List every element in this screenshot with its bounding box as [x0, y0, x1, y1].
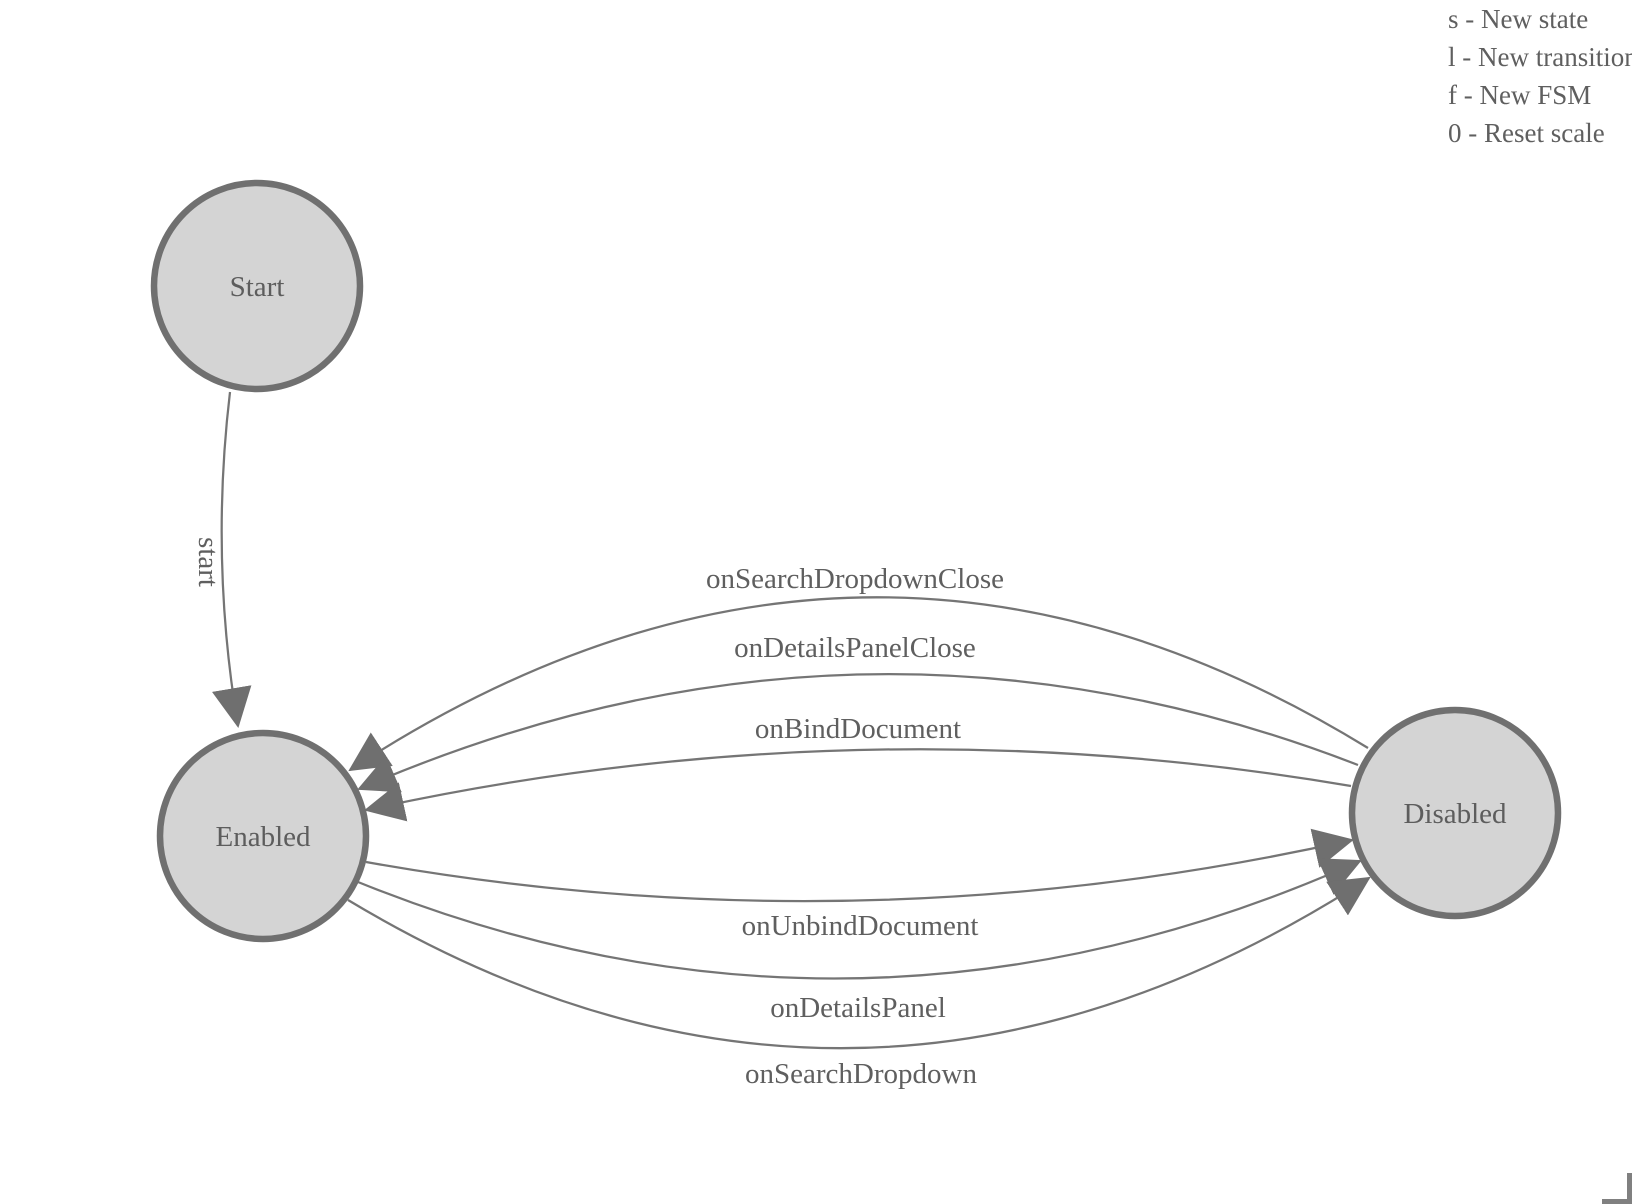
transition-label-onunbinddocument: onUnbindDocument: [742, 910, 979, 942]
transition-label-start: start: [192, 537, 224, 587]
transition-label-onsearchdropdownclose: onSearchDropdownClose: [706, 563, 1004, 595]
state-enabled-circle[interactable]: [156, 729, 370, 943]
transition-onsearchdropdown: onSearchDropdown: [347, 876, 1371, 1090]
transition-edge-onsearchdropdownclose[interactable]: [348, 596, 1369, 772]
state-enabled[interactable]: Enabled: [156, 729, 370, 943]
state-start-circle[interactable]: [150, 179, 364, 393]
transition-onunbinddocument: onUnbindDocument: [365, 828, 1354, 942]
state-enabled-label: Enabled: [215, 821, 311, 853]
transition-start-to-enabled: start: [192, 391, 252, 728]
transition-label-ondetailspanel: onDetailsPanel: [770, 992, 946, 1024]
state-start-label: Start: [230, 271, 285, 303]
transition-edge-ondetailspanelclose[interactable]: [357, 673, 1359, 793]
hint-new-state: s - New state: [1448, 4, 1589, 34]
frame-corner-bracket: [1602, 1173, 1632, 1204]
hotkey-hints: s - New state l - New transition f - New…: [1448, 0, 1632, 152]
transition-ondetailspanelclose: onDetailsPanelClose: [357, 632, 1359, 793]
transition-ondetailspanel: onDetailsPanel: [357, 858, 1362, 1024]
transition-label-onbinddocument: onBindDocument: [755, 713, 961, 745]
transition-edge-ondetailspanel[interactable]: [357, 858, 1362, 980]
transition-label-onsearchdropdown: onSearchDropdown: [745, 1058, 977, 1090]
state-disabled-label: Disabled: [1403, 798, 1507, 830]
transition-edge-start[interactable]: [211, 391, 252, 728]
transition-edge-onsearchdropdown[interactable]: [347, 876, 1371, 1050]
state-start[interactable]: Start: [150, 179, 364, 393]
state-disabled[interactable]: Disabled: [1348, 706, 1562, 920]
transition-label-ondetailspanelclose: onDetailsPanelClose: [734, 632, 976, 664]
hint-reset-scale: 0 - Reset scale: [1448, 118, 1605, 148]
transition-edge-onbinddocument[interactable]: [364, 748, 1352, 822]
transition-onsearchdropdownclose: onSearchDropdownClose: [348, 563, 1369, 772]
transition-edge-onunbinddocument[interactable]: [365, 828, 1354, 903]
transition-onbinddocument: onBindDocument: [364, 713, 1352, 822]
state-disabled-circle[interactable]: [1348, 706, 1562, 920]
hint-new-fsm: f - New FSM: [1448, 80, 1592, 110]
hint-new-transition: l - New transition: [1448, 42, 1632, 72]
